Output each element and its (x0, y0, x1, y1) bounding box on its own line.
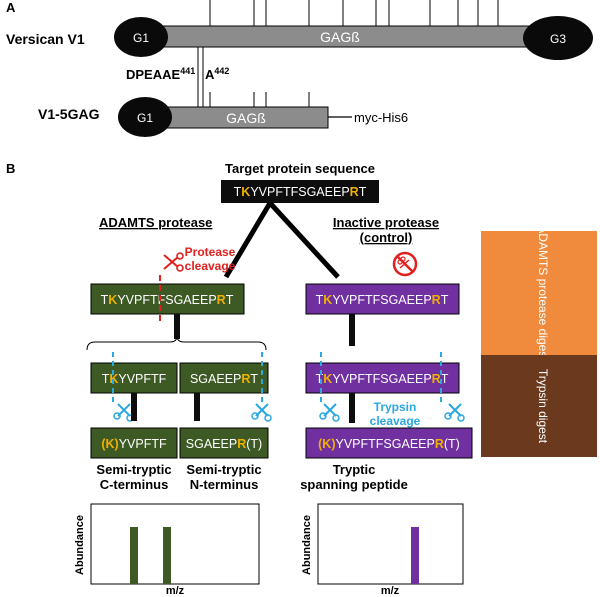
protease-cleavage-label-1: Protease (185, 245, 236, 259)
connector-green-left (131, 393, 137, 421)
plot-left-xlabel: m/z (166, 585, 185, 597)
purple-peptide-full-seq: TKYVPFTFSGAEEPRT (316, 293, 449, 307)
versican-g1-domain (114, 17, 168, 57)
cyan-scissors-icon (113, 403, 134, 422)
plot-left-peak-1 (130, 527, 138, 584)
plot-left-ylabel: Abundance (74, 515, 86, 575)
versican-g1-label: G1 (133, 31, 149, 45)
v15gag-g1-label: G1 (137, 111, 153, 125)
gag-chain-ticks (209, 0, 499, 26)
versican-g3-label: G3 (550, 32, 566, 46)
semi-tryptic-c-label-1: Semi-tryptic (96, 462, 171, 477)
side-bar-adamts (481, 231, 597, 355)
dpeaae-label: DPEAAE441 (126, 66, 195, 82)
result-right (179, 427, 269, 459)
brace (86, 335, 267, 351)
plot-right-xlabel: m/z (381, 585, 400, 597)
result-right-seq: SGAEEPR(T) (186, 437, 262, 451)
target-sequence-title: Target protein sequence (225, 161, 375, 176)
versican-gag-label: GAGß (320, 29, 360, 45)
cyan-scissors-icon (251, 403, 272, 422)
result-purple-seq: (K)YVPFTFSGAEEPR(T) (318, 437, 460, 451)
semi-tryptic-n-label-1: Semi-tryptic (186, 462, 261, 477)
green-peptide-full (90, 283, 245, 315)
inactive-no-cut-icon (392, 251, 418, 277)
inactive-protease-title: Inactive protease (333, 215, 439, 230)
v15gag-ticks (209, 92, 310, 107)
v15gag-g1-domain (118, 97, 172, 137)
purple-peptide-full (305, 283, 460, 315)
a442-label: A442 (205, 66, 229, 82)
connector-purple-2 (349, 393, 355, 423)
panel-b-label: B (6, 161, 15, 176)
semi-tryptic-c-label-2: C-terminus (100, 477, 169, 492)
branch-line-right (268, 201, 340, 279)
green-peptide-full-seq: TKYVPFTFSGAEEPRT (101, 293, 234, 307)
versican-v1-label: Versican V1 (6, 31, 85, 47)
panel-a-label: A (6, 0, 16, 15)
green-fragment-left-seq: TKYVPFTF (102, 372, 167, 386)
target-sequence: TKYVPFTFSGAEEPRT (234, 185, 367, 199)
green-fragment-right-seq: SGAEEPRT (190, 372, 258, 386)
cyan-scissors-icon (444, 403, 465, 422)
cyan-scissors-icon (319, 403, 340, 422)
plot-left-frame (90, 503, 260, 585)
tryptic-label-1: Tryptic (333, 462, 376, 477)
green-fragment-left (90, 362, 178, 394)
v15gag-gag-label: GAGß (226, 110, 266, 126)
protease-cleavage-label-2: cleavage (185, 259, 236, 273)
purple-peptide-mid (305, 362, 460, 394)
v1-5gag-label: V1-5GAG (38, 106, 100, 122)
result-left-seq: (K)YVPFTF (101, 437, 167, 451)
target-sequence-box (221, 180, 379, 203)
tryptic-label-2: spanning peptide (300, 477, 408, 492)
connector-green-right (194, 393, 200, 421)
plot-right-frame (317, 503, 464, 585)
red-scissors-icon (163, 252, 184, 272)
result-purple (305, 427, 473, 459)
semi-tryptic-n-label-2: N-terminus (190, 477, 259, 492)
connector-purple-1 (349, 314, 355, 346)
inactive-protease-subtitle: (control) (360, 230, 413, 245)
purple-peptide-mid-seq: TKYVPFTFSGAEEPRT (316, 372, 449, 386)
trypsin-cleavage-label-1: Trypsin (374, 400, 417, 414)
result-left (90, 427, 178, 459)
side-bar-trypsin (481, 355, 597, 457)
myc-his6-label: myc-His6 (354, 110, 408, 125)
connector-green-1 (174, 314, 180, 339)
side-bar-adamts-label: ADAMTS protease digest (536, 225, 550, 361)
plot-right-peak (411, 527, 419, 584)
side-bar-trypsin-label: Trypsin digest (536, 369, 550, 444)
plot-right-ylabel: Abundance (301, 515, 313, 575)
branch-line-left (223, 201, 273, 279)
versican-g3-domain (523, 16, 593, 60)
plot-left-peak-2 (163, 527, 171, 584)
trypsin-cleavage-label-2: cleavage (370, 414, 421, 428)
adamts-protease-title: ADAMTS protease (99, 215, 212, 230)
green-fragment-right (179, 362, 269, 394)
